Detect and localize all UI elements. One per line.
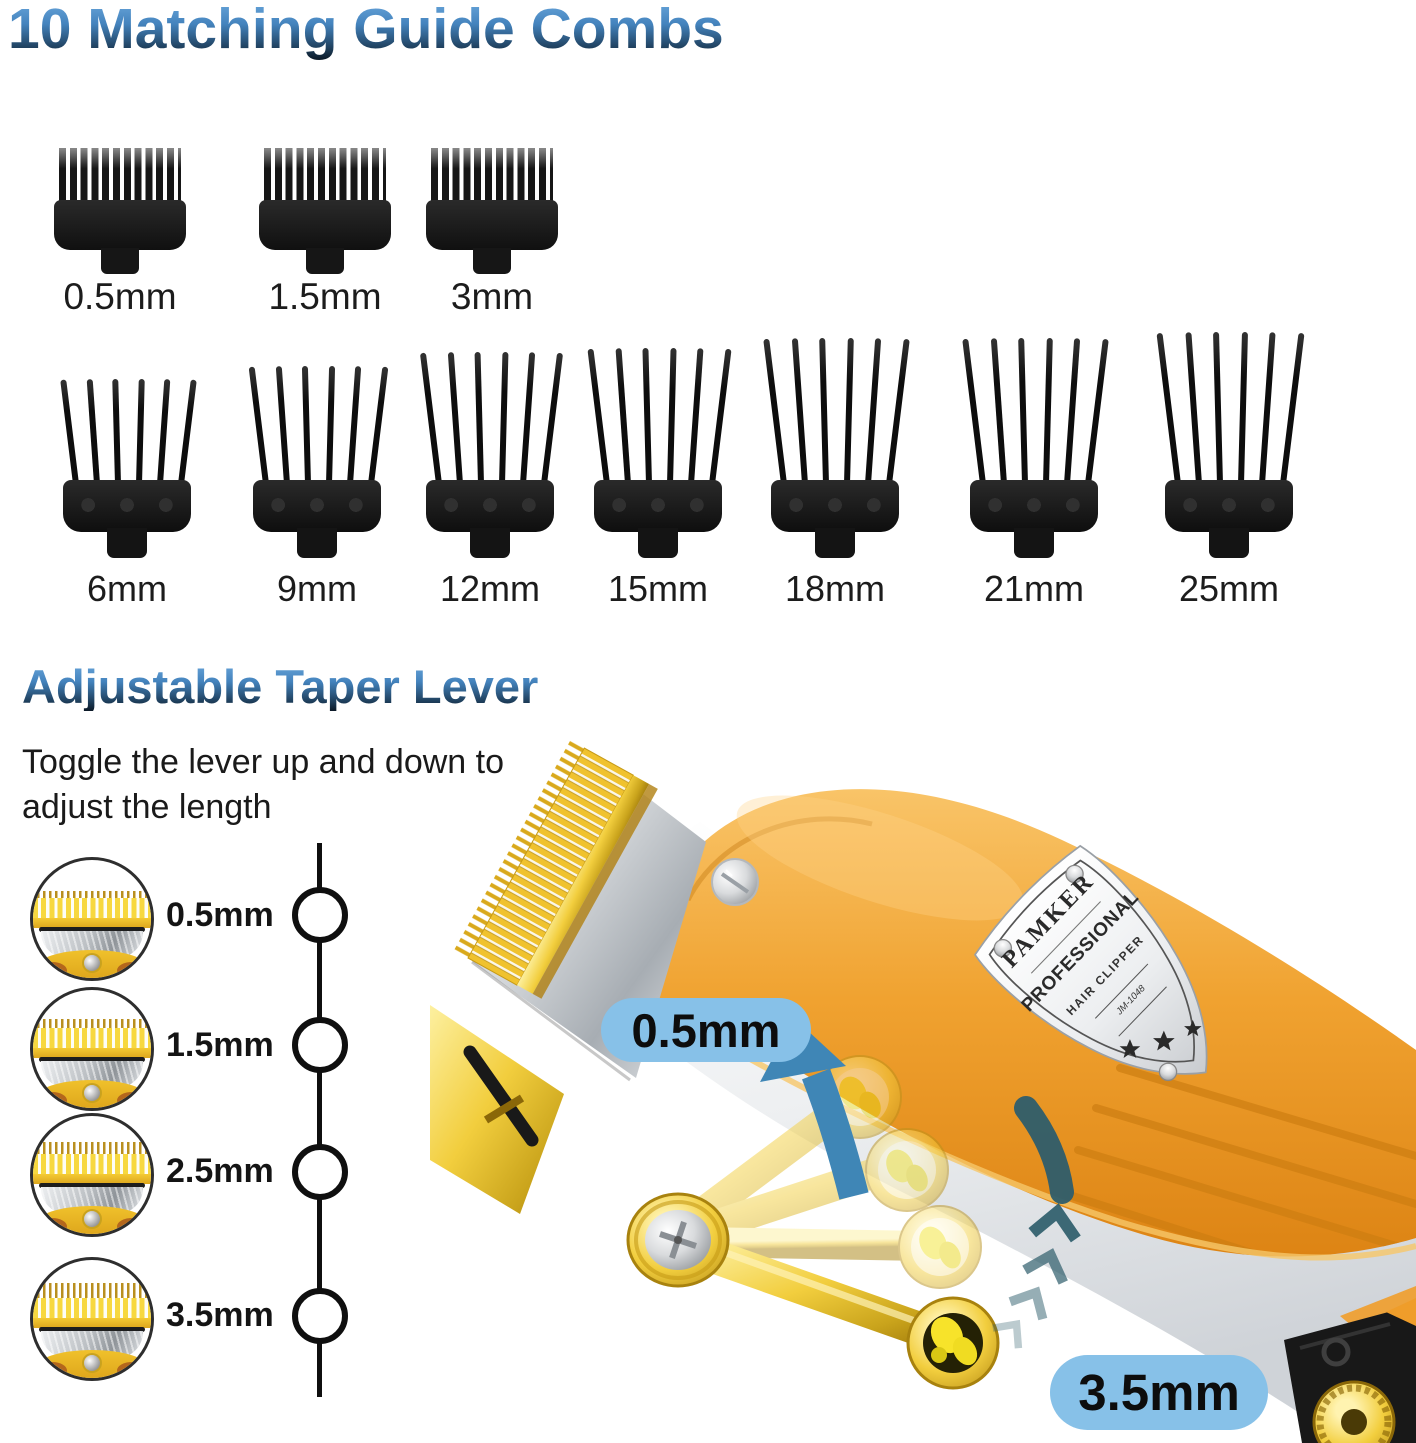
blade-silver-plate [472, 752, 706, 1078]
comb-tab [101, 248, 139, 274]
comb-size-label: 25mm [1178, 568, 1280, 609]
screw-icon [84, 1085, 100, 1101]
guide-comb-large [962, 334, 1109, 558]
chevron-trail-icon [992, 1096, 1081, 1349]
lever-position-label: 3.5mm [166, 1296, 274, 1334]
lever-position-dot [292, 887, 348, 943]
screw-icon [711, 858, 759, 906]
callout-min-length: 0.5mm [601, 998, 811, 1062]
comb-size-label: 18mm [784, 568, 886, 609]
screw-icon [84, 1355, 100, 1371]
guide-comb-large [419, 348, 563, 558]
comb-size-label: 9mm [277, 568, 357, 609]
blade-gold-teeth [454, 740, 658, 999]
page-title: 10 Matching Guide Combs [8, 0, 724, 61]
lever-position-dot [292, 1288, 348, 1344]
guide-comb-small [54, 148, 186, 276]
body-highlight [736, 795, 1024, 921]
lever-position-label: 0.5mm [166, 896, 274, 934]
clipper-body [647, 789, 1416, 1257]
comb-size-label: 3mm [450, 276, 534, 317]
comb-size-label: 15mm [607, 568, 709, 609]
gold-screw-icon [1312, 1380, 1396, 1443]
section-title: Adjustable Taper Lever [22, 660, 539, 713]
comb-size-label: 0.5mm [63, 276, 177, 317]
lever-position-label: 1.5mm [166, 1026, 274, 1064]
blade-closeup-3.5mm [30, 1257, 154, 1381]
lever-position-track [317, 843, 322, 1397]
lever-position-dot [292, 1144, 348, 1200]
guide-comb-large [248, 362, 388, 558]
guide-comb-large [1156, 328, 1305, 558]
lever-position-label: 2.5mm [166, 1152, 274, 1190]
guide-comb-small [426, 148, 558, 276]
body-gold-trim [698, 1027, 1416, 1261]
screw-icon [993, 864, 1178, 1082]
blade-closeup-0.5mm [30, 857, 154, 981]
guide-comb-large [60, 375, 197, 558]
taper-lever [673, 1231, 1000, 1390]
instruction-text: Toggle the lever up and down to adjust t… [22, 743, 505, 826]
comb-size-label: 6mm [87, 568, 167, 609]
lever-pivot [626, 1192, 730, 1288]
guide-comb-small [259, 148, 391, 276]
comb-size-label: 1.5mm [268, 276, 382, 317]
comb-size-label: 21mm [983, 568, 1085, 609]
guide-comb-large [587, 344, 732, 558]
blade-closeup-1.5mm [30, 987, 154, 1111]
clipper-photo: PAMKER PROFESSIONAL HAIR CLIPPER JM-1048 [430, 740, 1416, 1443]
callout-max-length: 3.5mm [1050, 1355, 1268, 1430]
lever-position-dot [292, 1017, 348, 1073]
comb-size-label: 12mm [439, 568, 541, 609]
blade-closeup-2.5mm [30, 1113, 154, 1237]
screw-icon [84, 955, 100, 971]
comb-teeth [59, 148, 181, 202]
guide-comb-large [763, 334, 910, 558]
body-crease [685, 816, 873, 902]
screw-icon [84, 1211, 100, 1227]
comb-body [54, 200, 186, 250]
brand-label-plate: PAMKER PROFESSIONAL HAIR CLIPPER JM-1048 [973, 844, 1208, 1082]
